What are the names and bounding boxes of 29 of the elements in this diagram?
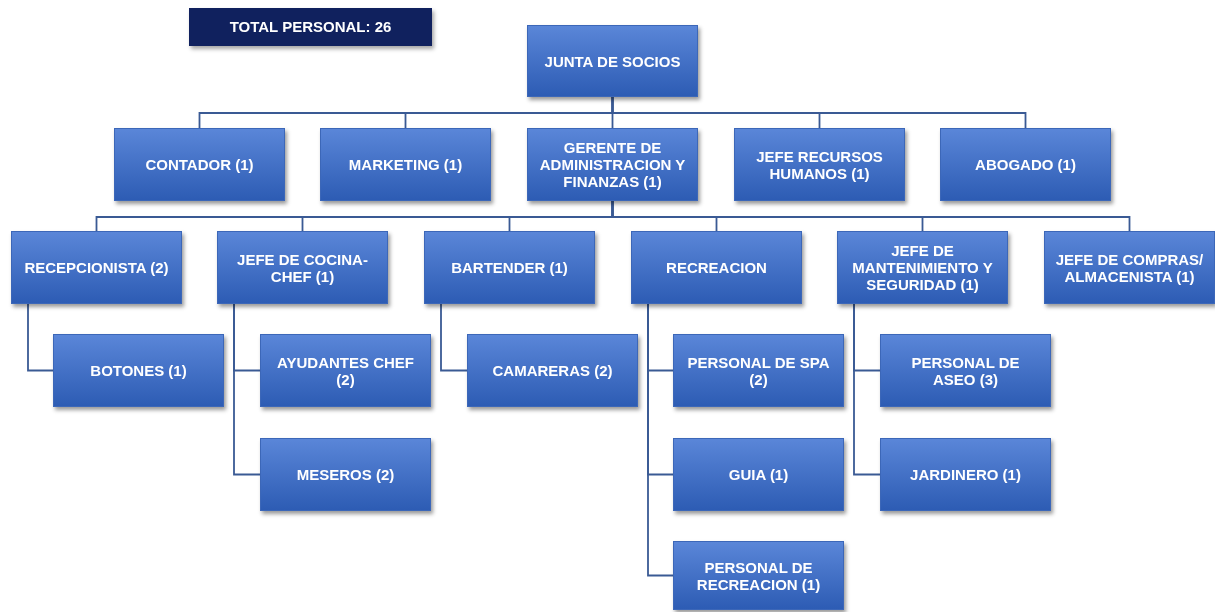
connector-line xyxy=(611,96,1027,129)
org-box: JEFE DE MANTENIMIENTO Y SEGURIDAD (1) xyxy=(837,231,1008,304)
org-box: GUIA (1) xyxy=(673,438,844,511)
org-box: RECREACION xyxy=(631,231,802,304)
connector-line xyxy=(647,303,674,577)
org-box: CAMARERAS (2) xyxy=(467,334,638,407)
org-box: AYUDANTES CHEF (2) xyxy=(260,334,431,407)
org-box: JARDINERO (1) xyxy=(880,438,1051,511)
org-box: PERSONAL DE ASEO (3) xyxy=(880,334,1051,407)
org-box: BARTENDER (1) xyxy=(424,231,595,304)
total-box: TOTAL PERSONAL: 26 xyxy=(189,8,432,46)
org-box: MESEROS (2) xyxy=(260,438,431,511)
connector-line xyxy=(27,303,54,372)
org-box: JEFE DE COMPRAS/ ALMACENISTA (1) xyxy=(1044,231,1215,304)
org-box: RECEPCIONISTA (2) xyxy=(11,231,182,304)
org-box: CONTADOR (1) xyxy=(114,128,285,201)
org-box: BOTONES (1) xyxy=(53,334,224,407)
connector-line xyxy=(233,303,261,476)
connector-line xyxy=(440,303,468,372)
org-box: PERSONAL DE SPA (2) xyxy=(673,334,844,407)
org-box: ABOGADO (1) xyxy=(940,128,1111,201)
org-box: PERSONAL DE RECREACION (1) xyxy=(673,541,844,610)
org-box: JEFE RECURSOS HUMANOS (1) xyxy=(734,128,905,201)
org-box: JEFE DE COCINA-CHEF (1) xyxy=(217,231,388,304)
org-box: JUNTA DE SOCIOS xyxy=(527,25,698,97)
org-box: GERENTE DE ADMINISTRACION Y FINANZAS (1) xyxy=(527,128,698,201)
org-box: MARKETING (1) xyxy=(320,128,491,201)
connector-line xyxy=(611,200,1131,232)
connector-line xyxy=(853,303,881,476)
